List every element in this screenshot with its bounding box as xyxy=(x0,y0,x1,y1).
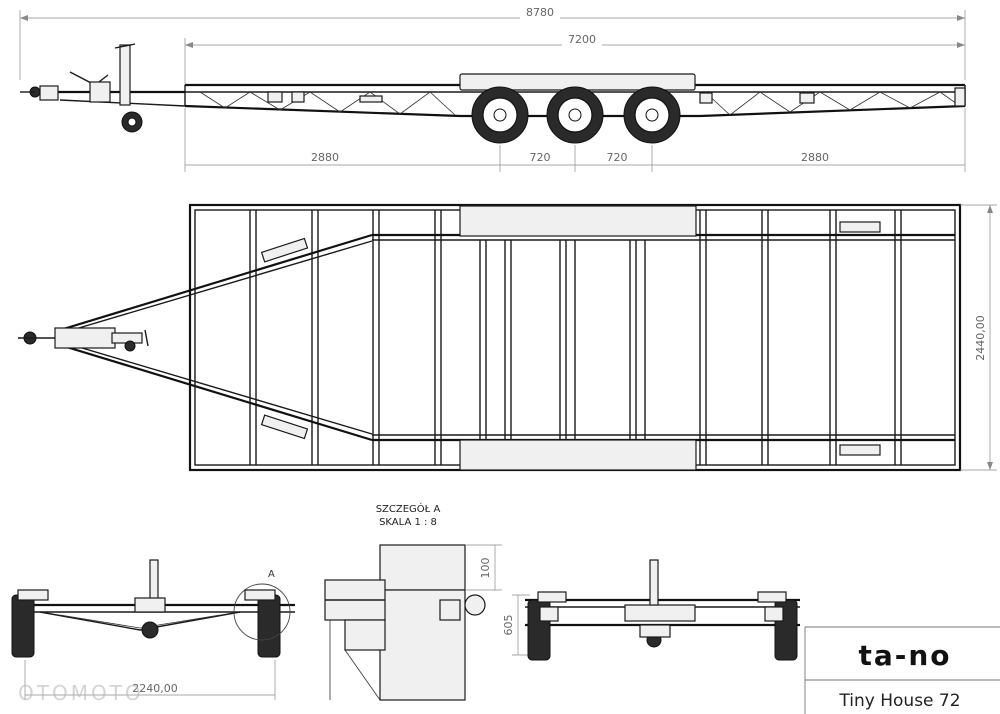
dim-text-frame-length: 7200 xyxy=(568,33,596,46)
dimension-rear-height: 605 xyxy=(502,594,530,656)
dim-text-front-overhang: 2880 xyxy=(311,151,339,164)
brand-logo: ta-no xyxy=(858,639,951,672)
side-wheel xyxy=(546,86,604,144)
detail-scale: SKALA 1 : 8 xyxy=(379,517,437,528)
side-wheel xyxy=(623,86,681,144)
dim-text-rear-height: 605 xyxy=(502,615,515,636)
detail-a: SZCZEGÓŁ A SKALA 1 : 8 100 xyxy=(324,502,502,701)
dimension-overall-length: 8780 xyxy=(19,6,966,80)
detail-title: SZCZEGÓŁ A xyxy=(376,502,441,515)
dim-text-overall-length: 8780 xyxy=(526,6,554,19)
top-view: 2440,00 xyxy=(18,203,997,472)
side-wheel xyxy=(471,86,529,144)
dim-text-axle-spacing-1: 720 xyxy=(530,151,551,164)
title-block: ta-no Tiny House 72 xyxy=(804,626,1000,714)
dimension-axles: 2880 720 720 2880 xyxy=(184,108,966,172)
model-name: Tiny House 72 xyxy=(838,691,960,711)
dim-text-axle-spacing-2: 720 xyxy=(607,151,628,164)
rear-view: 605 xyxy=(502,559,800,661)
dim-text-detail-height: 100 xyxy=(479,558,492,579)
dimension-frame-length: 7200 xyxy=(184,33,965,85)
dim-text-front-width: 2240,00 xyxy=(132,682,178,695)
dimension-width: 2440,00 xyxy=(960,204,997,471)
dim-text-rear-overhang: 2880 xyxy=(801,151,829,164)
dimension-detail: 100 xyxy=(465,544,502,591)
detail-marker: A xyxy=(268,569,275,580)
watermark: OTOMOTO xyxy=(18,681,144,705)
dimension-front-width: 2240,00 xyxy=(24,660,276,700)
dim-text-width: 2440,00 xyxy=(974,315,987,361)
side-view: 8780 7200 xyxy=(19,6,966,172)
front-view: A 2240,00 xyxy=(11,559,295,700)
